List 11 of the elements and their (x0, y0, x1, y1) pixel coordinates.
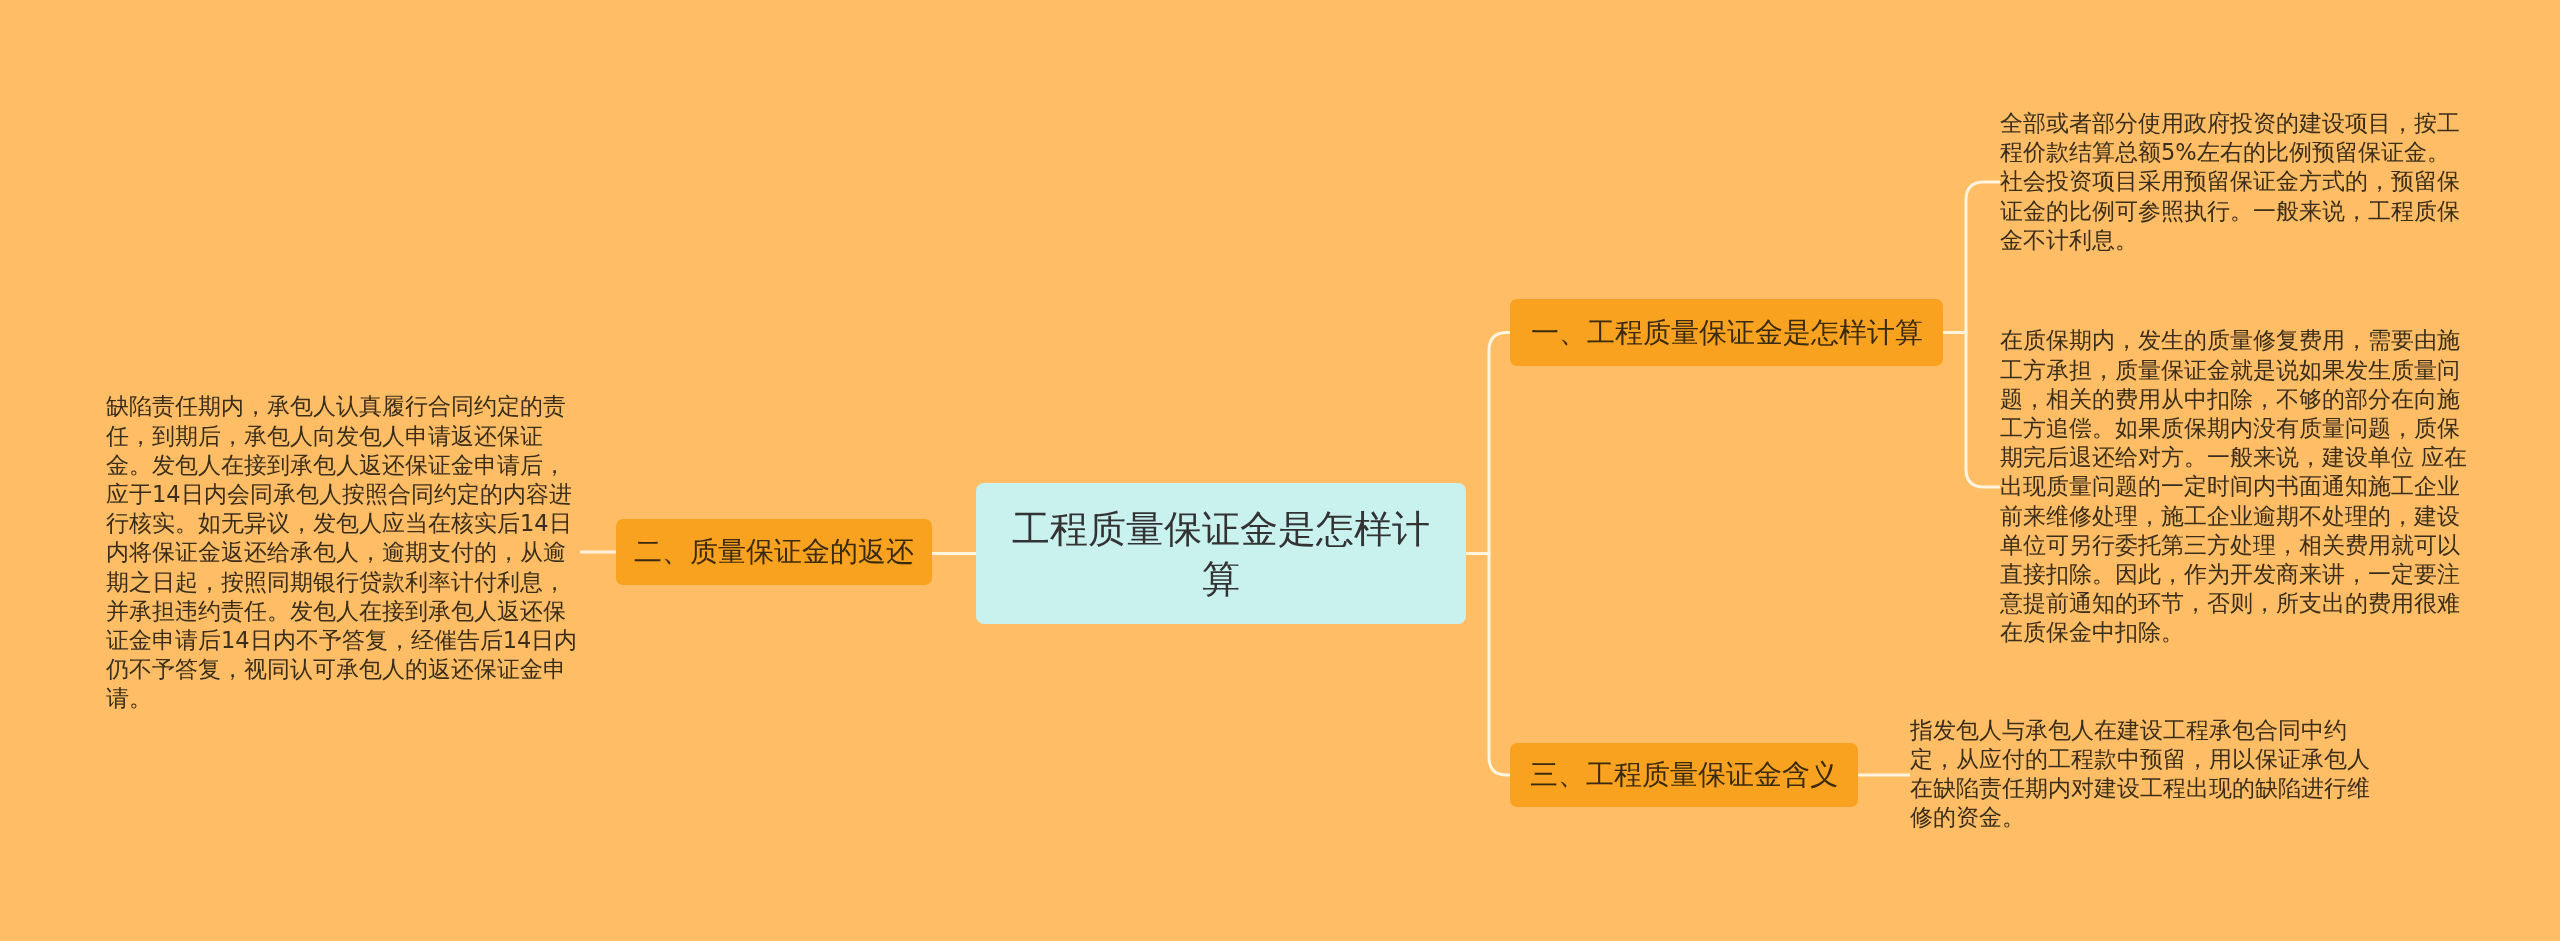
note-text: 指发包人与承包人在建设工程承包合同中约定，从应付的工程款中预留，用以保证承包人在缺陷责任期内对建设工程出现的缺陷进行维修的资金。 (1910, 712, 2380, 836)
topic-box: 工程质量保证金是怎样计算 (976, 483, 1466, 624)
connector-line (932, 552, 976, 555)
note-text: 全部或者部分使用政府投资的建设项目，按工程价款结算总额5%左右的比例预留保证金。社会投资项目采用预留保证金方式的，预留保证金的比例可参照执行。一般来说，工程质保金不计利息。 (2000, 106, 2470, 258)
connector-line (580, 550, 616, 554)
branch-box: 三、工程质量保证金含义 (1510, 743, 1858, 807)
branch-box: 二、质量保证金的返还 (616, 519, 932, 585)
connector-line (1858, 773, 1910, 777)
note-text: 缺陷责任期内，承包人认真履行合同约定的责任，到期后，承包人向发包人申请返还保证金。发包人在接到承包人返还保证金申请后，应于14日内会同承包人按照合同约定的内容进行核实。如无异议，发包人应当在核实后14日内将保证金返还给承包人，逾期支付的，从逾期之日起，按照同期银行贷款利率计付利息，并承担违约责任。发包人在接到承包人返还保证金申请后14日内不予答复，经催告后14日内仍不予答复，视同认可承包人的返还保证金申请。 (106, 388, 580, 718)
branch-box: 一、工程质量保证金是怎样计算 (1510, 299, 1943, 366)
note-text: 在质保期内，发生的质量修复费用，需要由施工方承担，质量保证金就是说如果发生质量问题，相关的费用从中扣除，不够的部分在向施工方追偿。如果质保期内没有质量问题，质保期完后退还给对方。一般来说，建设单位 应在出现质量问题的一定时间内书面通知施工企业前来维修处理，施工企业逾期不处理的，建设单位可另行委托第三方处理，相关费用就可以直接扣除。因此，作为开发商来讲，一定要注意提前通知的环节，否则，所支出的费用很难在质保金中扣除。 (2000, 322, 2470, 652)
